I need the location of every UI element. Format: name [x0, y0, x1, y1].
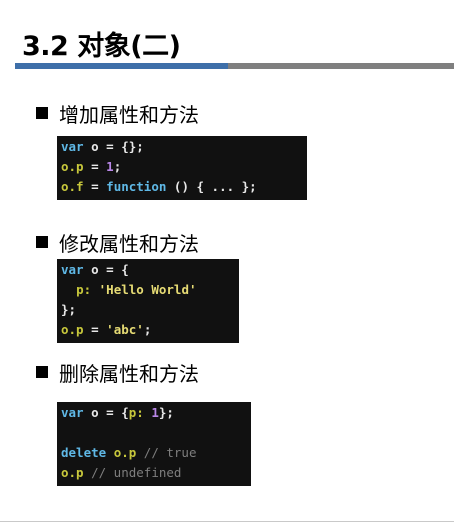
title-rule-gray [228, 63, 454, 69]
code-block-add: var o = {};o.p = 1;o.f = function () { .… [57, 136, 307, 200]
code-token: = [91, 159, 99, 174]
code-token: var [61, 262, 84, 277]
code-token: 1 [151, 405, 159, 420]
title-rule-blue [15, 63, 228, 69]
code-token [61, 282, 76, 297]
code-token: ; [143, 322, 152, 337]
code-token [84, 159, 92, 174]
code-line: o.p // undefined [61, 463, 247, 483]
code-token [84, 322, 92, 337]
bullet-square-icon [36, 366, 48, 378]
code-token: o [83, 405, 107, 420]
code-token [84, 179, 92, 194]
code-token: { [113, 405, 129, 420]
slide-title: 3.2 对象(二) [22, 31, 181, 62]
code-token: = [106, 139, 114, 154]
bullet-square-icon [36, 107, 48, 119]
code-line: }; [61, 300, 235, 320]
code-line: var o = {p: 1}; [61, 403, 247, 423]
code-line: p: 'Hello World' [61, 280, 235, 300]
code-token: var [61, 139, 84, 154]
code-token: () { ... }; [166, 179, 257, 194]
code-token [136, 445, 144, 460]
code-token [106, 445, 114, 460]
code-token: {}; [113, 139, 144, 154]
bullet-item-modify: 修改属性和方法 [36, 229, 199, 256]
bullet-item-delete: 删除属性和方法 [36, 359, 199, 386]
bullet-item-add: 增加属性和方法 [36, 100, 199, 127]
code-token: function [106, 179, 167, 194]
code-token: o.p [113, 445, 137, 460]
code-line: o.p = 'abc'; [61, 320, 235, 340]
code-token: 1 [106, 159, 114, 174]
code-token: p: [76, 282, 92, 297]
bullet-text: 修改属性和方法 [59, 231, 199, 256]
code-token: o [83, 139, 107, 154]
bullet-text: 删除属性和方法 [59, 361, 199, 386]
code-token: = [91, 179, 99, 194]
code-token: { [113, 262, 129, 277]
code-line: var o = { [61, 260, 235, 280]
bullet-text: 增加属性和方法 [59, 102, 199, 127]
code-line: o.f = function () { ... }; [61, 177, 303, 197]
code-token: }; [158, 405, 174, 420]
code-line: o.p = 1; [61, 157, 303, 177]
code-token: // true [143, 445, 197, 460]
code-line [61, 423, 247, 443]
code-token [84, 465, 92, 480]
footer-rule [0, 521, 454, 522]
bullet-square-icon [36, 236, 48, 248]
code-token: = [91, 322, 99, 337]
code-token: o.p [61, 322, 84, 337]
code-token: = [106, 262, 114, 277]
code-token: = [106, 405, 114, 420]
code-token: o.p [61, 465, 84, 480]
code-block-modify: var o = { p: 'Hello World'}; o.p = 'abc'; [57, 259, 239, 343]
code-token: ; [113, 159, 122, 174]
code-token: o [83, 262, 107, 277]
code-token: p: [128, 405, 144, 420]
code-line: var o = {}; [61, 137, 303, 157]
code-token: o.f [61, 179, 84, 194]
code-token [61, 425, 69, 440]
code-token: o.p [61, 159, 84, 174]
code-token: // undefined [91, 465, 182, 480]
code-token: var [61, 405, 84, 420]
code-token: 'abc' [106, 322, 144, 337]
code-token: delete [61, 445, 107, 460]
code-token: }; [61, 302, 77, 317]
code-token: 'Hello World' [98, 282, 197, 297]
code-token [91, 282, 99, 297]
code-line: delete o.p // true [61, 443, 247, 463]
